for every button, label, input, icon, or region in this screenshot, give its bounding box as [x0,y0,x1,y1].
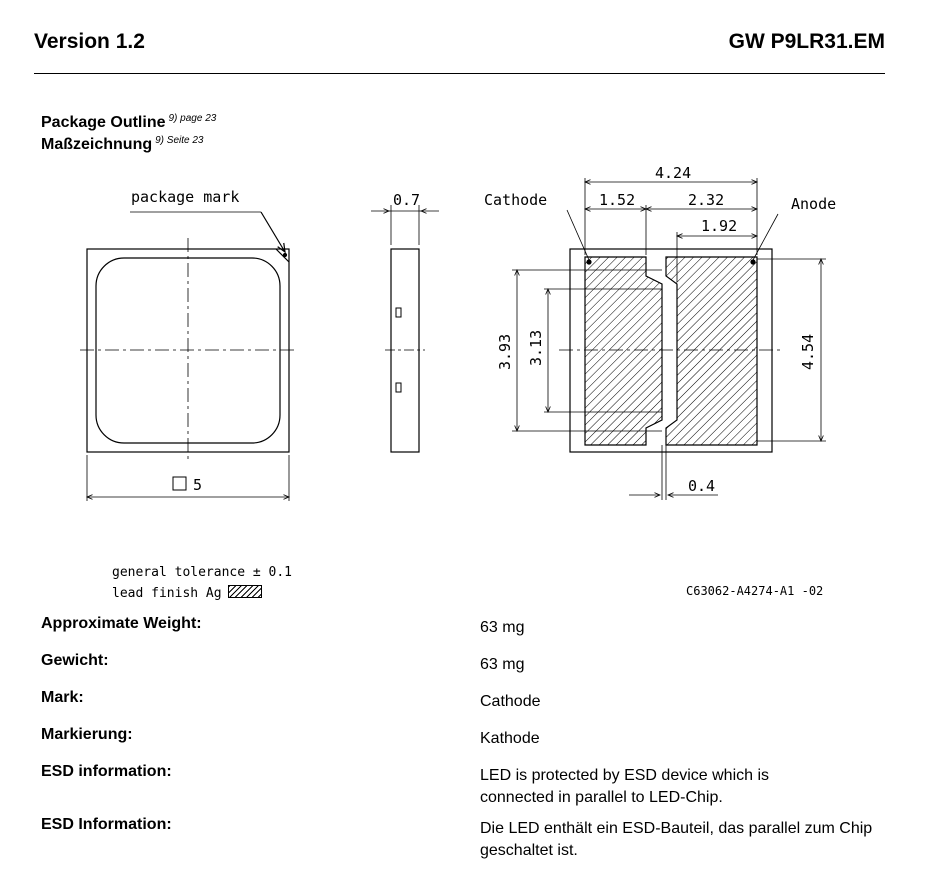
spec-value-esd-de: Die LED enthält ein ESD-Bauteil, das par… [480,820,873,859]
top-view [80,211,296,501]
bottom-view [512,178,826,500]
height-cathode-inner-label: 3.13 [527,330,545,366]
spec-label-esd-en: ESD information: [41,763,172,780]
spec-label-esd-de: ESD Information: [41,816,172,833]
package-outline-drawing: package mark 5 0.7 Cathode Anode 4.24 1.… [80,164,836,501]
general-tolerance: general tolerance ± 0.1 [112,565,293,580]
lead-finish: lead finish Ag [112,585,262,601]
height-cathode-outer-label: 3.93 [496,334,514,370]
page-ref-de: 9) Seite 23 [155,135,204,146]
spec-label-markierung: Markierung: [41,726,133,743]
spec-value-mark: Cathode [480,693,541,710]
size-label: 5 [193,476,202,494]
spec-value-esd-en: LED is protected by ESD device which is … [480,767,770,806]
spec-value-weight: 63 mg [480,619,525,636]
header-rule [34,73,885,74]
cathode-label: Cathode [484,191,547,209]
anode-label: Anode [791,195,836,213]
lead-finish-text: lead finish Ag [112,586,222,601]
width-anode-label: 2.32 [688,191,724,209]
spec-label-weight: Approximate Weight: [41,615,202,632]
gap-label: 0.4 [688,477,715,495]
page-ref-en: 9) page 23 [168,113,217,124]
section-title-en-text: Package Outline [41,114,166,131]
spec-label-mark: Mark: [41,689,84,706]
drawing-code: C63062-A4274-A1 -02 [686,584,824,598]
side-thickness-label: 0.7 [393,191,420,209]
hatch-legend-swatch [227,585,262,598]
side-view [371,205,439,453]
spec-value-markierung: Kathode [480,730,540,747]
document-version: Version 1.2 [34,30,145,53]
width-total-label: 4.24 [655,164,691,182]
spec-label-gewicht: Gewicht: [41,652,109,669]
spec-value-gewicht: 63 mg [480,656,525,673]
width-cathode-label: 1.52 [599,191,635,209]
part-number: GW P9LR31.EM [728,30,885,53]
width-inner-label: 1.92 [701,217,737,235]
package-mark-label: package mark [131,188,239,206]
height-anode-label: 4.54 [799,334,817,370]
section-title-de-text: Maßzeichnung [41,136,153,153]
